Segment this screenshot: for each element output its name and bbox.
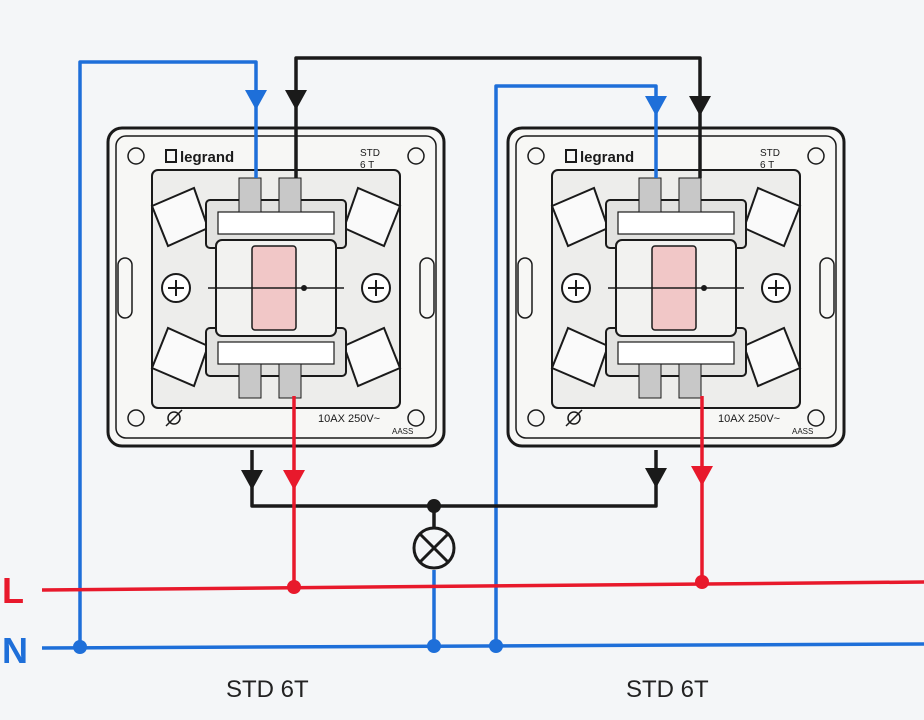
arrow-black-4 [645, 468, 667, 488]
arrow-red-1 [283, 470, 305, 490]
wire-blue-switch-1 [78, 60, 258, 646]
rail-line-wire [41, 580, 924, 592]
lamp-icon [412, 526, 456, 570]
junction-red-2 [695, 575, 709, 589]
switch-2-brand: legrand [580, 149, 634, 166]
wire-black-top-bridge [294, 56, 702, 178]
switch-2: legrand STD 6 T 10AX 250V~ AASS [506, 126, 846, 448]
arrow-black-1 [285, 90, 307, 110]
junction-blue-3 [489, 639, 503, 653]
switch-1-approval: AASS [392, 427, 413, 436]
switch-2-caption: STD 6T [626, 676, 709, 703]
switch-2-model-line2: 6 T [760, 160, 774, 171]
switch-1-model-line1: STD [360, 148, 380, 159]
switch-1-rating: 10AX 250V~ [318, 413, 380, 425]
arrow-red-2 [691, 466, 713, 486]
switch-1-caption: STD 6T [226, 676, 309, 703]
rail-neutral-wire [41, 642, 924, 650]
switch-2-approval: AASS [792, 427, 813, 436]
switch-2-rating: 10AX 250V~ [718, 413, 780, 425]
switch-1-brand: legrand [180, 149, 234, 166]
switch-1: legrand STD 6 T 10AX 250V~ AASS [106, 126, 446, 448]
arrow-blue-1 [245, 90, 267, 110]
wire-black-bottom [250, 450, 658, 508]
junction-black [427, 499, 441, 513]
junction-blue-2 [427, 639, 441, 653]
junction-red-1 [287, 580, 301, 594]
arrow-black-2 [689, 96, 711, 116]
rail-neutral-label: N [2, 630, 28, 671]
arrow-blue-2 [645, 96, 667, 116]
junctions [73, 499, 709, 654]
switch-1-model-line2: 6 T [360, 160, 374, 171]
arrow-black-3 [241, 470, 263, 490]
arrows [241, 90, 713, 490]
wire-blue-switch-2 [494, 84, 658, 646]
rail-line-label: L [2, 570, 24, 611]
junction-blue-1 [73, 640, 87, 654]
switch-2-model-line1: STD [760, 148, 780, 159]
